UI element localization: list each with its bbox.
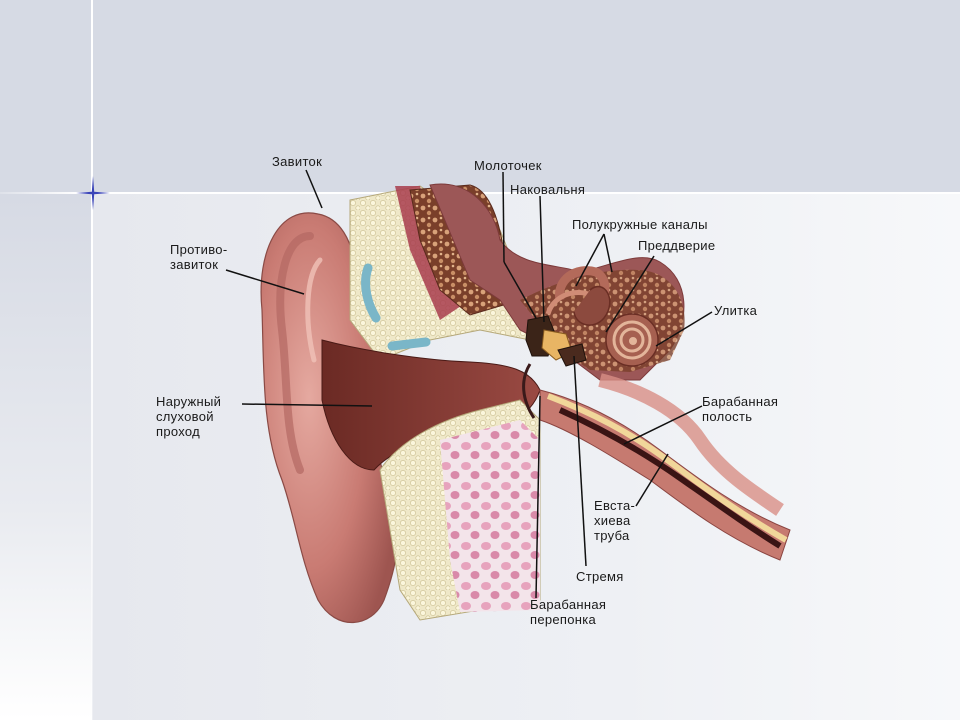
label-eardrum: Барабанная перепонка (530, 597, 607, 627)
sparkle-cross-icon (76, 176, 110, 210)
label-helix: Завиток (272, 154, 323, 169)
label-incus: Наковальня (510, 182, 586, 197)
label-tympanic-cavity: Барабанная полость (702, 394, 779, 424)
label-vestibule: Преддверие (638, 238, 716, 253)
label-eustachian-tube: Евста- хиева труба (594, 498, 636, 543)
label-semicircular-canals: Полукружные каналы (572, 217, 708, 232)
label-malleus: Молоточек (474, 158, 542, 173)
label-cochlea: Улитка (714, 303, 758, 318)
slide-header-band (0, 0, 960, 193)
label-stapes: Стремя (576, 569, 624, 584)
label-antihelix: Противо- завиток (170, 242, 228, 272)
slide-divider-vertical (91, 0, 93, 720)
slide-left-band (0, 193, 92, 720)
label-external-ear-canal: Наружный слуховой проход (156, 394, 222, 439)
